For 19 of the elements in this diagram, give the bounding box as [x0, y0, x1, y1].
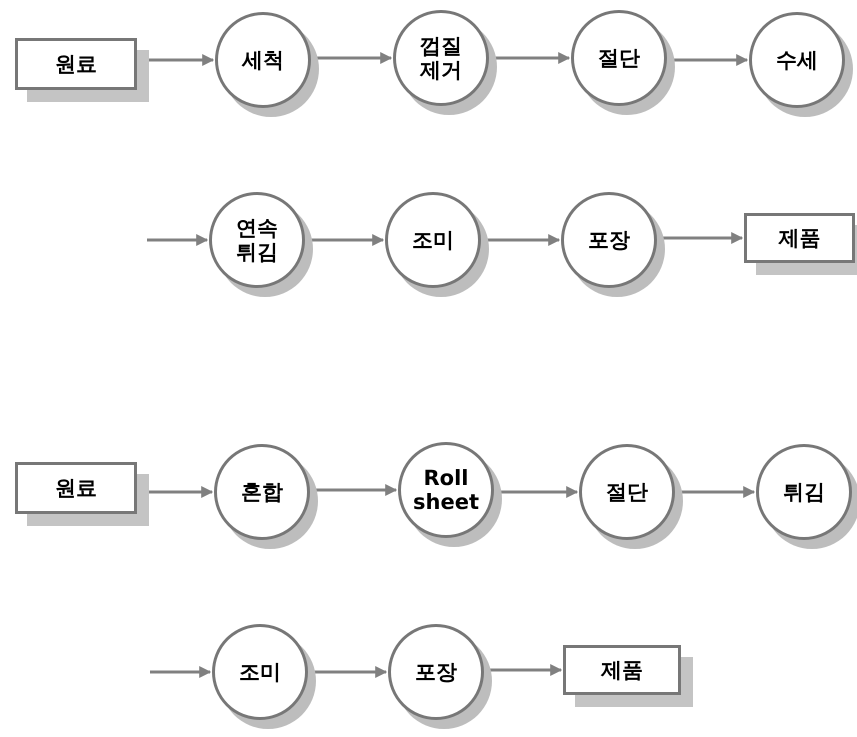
arrow [150, 666, 212, 678]
step-label: 원료 [55, 52, 97, 76]
step-label: 조미 [412, 228, 454, 252]
step-label: 포장 [588, 228, 630, 252]
step-label: Roll sheet [413, 466, 479, 514]
step-label: 세척 [242, 48, 284, 72]
step-label: 제품 [601, 658, 643, 682]
step-label: 절단 [598, 46, 640, 70]
step-label: 제품 [778, 226, 820, 250]
step-label: 혼합 [241, 480, 283, 504]
step-label: 연속 튀김 [236, 216, 278, 264]
step-label: 수세 [776, 48, 818, 72]
step-label: 조미 [239, 660, 281, 684]
step-label: 튀김 [783, 480, 825, 504]
step-label: 포장 [415, 660, 457, 684]
arrow [147, 234, 208, 246]
step-label: 절단 [606, 480, 648, 504]
step-label: 원료 [55, 476, 97, 500]
step-label: 껍질 제거 [420, 34, 462, 82]
